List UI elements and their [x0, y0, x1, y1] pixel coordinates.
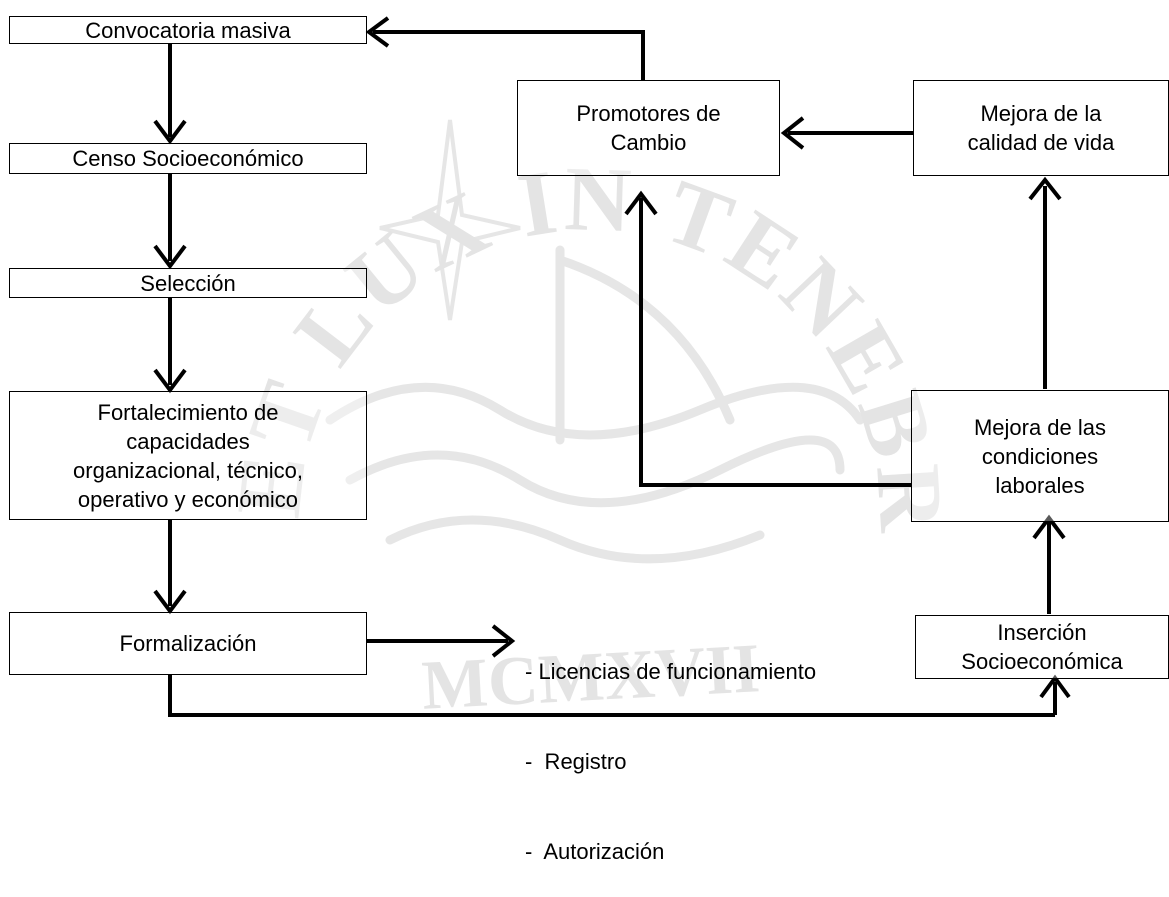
arrowhead-requirements	[491, 624, 516, 658]
arrowhead-promotores-bottom	[624, 190, 658, 216]
arrowhead-seleccion	[153, 244, 187, 270]
node-label: Formalización	[119, 631, 257, 656]
arrowhead-fortalecimiento	[153, 368, 187, 394]
node-label: Selección	[140, 270, 236, 296]
arrowhead-calidad	[1028, 176, 1062, 201]
node-mejora-condiciones-laborales: Mejora de las condiciones laborales	[911, 390, 1169, 522]
list-item: - Registro	[525, 749, 627, 774]
node-formalizacion: Formalización	[9, 612, 367, 675]
node-label: Inserción Socioeconómica	[961, 620, 1123, 674]
arrow-promotores-to-convocatoria	[373, 30, 645, 80]
node-convocatoria-masiva: Convocatoria masiva	[9, 16, 367, 44]
arrow-condiciones-to-promotores	[639, 198, 911, 487]
list-item: - Autorización	[525, 839, 665, 864]
node-fortalecimiento-capacidades: Fortalecimiento de capacidades organizac…	[9, 391, 367, 520]
formalization-requirements-list: - Licencias de funcionamiento - Registro…	[525, 597, 816, 897]
arrowhead-condiciones	[1032, 514, 1066, 540]
node-label: Fortalecimiento de capacidades organizac…	[73, 399, 303, 512]
node-label: Convocatoria masiva	[85, 17, 291, 43]
node-label: Promotores de Cambio	[576, 101, 721, 155]
node-mejora-calidad-vida: Mejora de la calidad de vida	[913, 80, 1169, 176]
node-seleccion: Selección	[9, 268, 367, 298]
node-label: Mejora de las condiciones laborales	[973, 414, 1107, 498]
node-promotores-cambio: Promotores de Cambio	[517, 80, 780, 176]
node-label: Censo Socioeconómico	[72, 146, 304, 171]
list-item: - Licencias de funcionamiento	[525, 659, 817, 684]
arrowhead-convocatoria	[365, 16, 390, 48]
node-insercion-socioeconomica: Inserción Socioeconómica	[915, 615, 1169, 679]
flow-connectors	[153, 16, 1071, 717]
arrowhead-formalizacion	[153, 589, 187, 615]
node-censo-socioeconomico: Censo Socioeconómico	[9, 143, 367, 174]
arrowhead-censo	[153, 119, 187, 145]
node-label: Mejora de la calidad de vida	[967, 101, 1115, 155]
svg-text:MCMXVII: MCMXVII	[420, 630, 762, 717]
arrowhead-promotores-right	[780, 116, 805, 150]
